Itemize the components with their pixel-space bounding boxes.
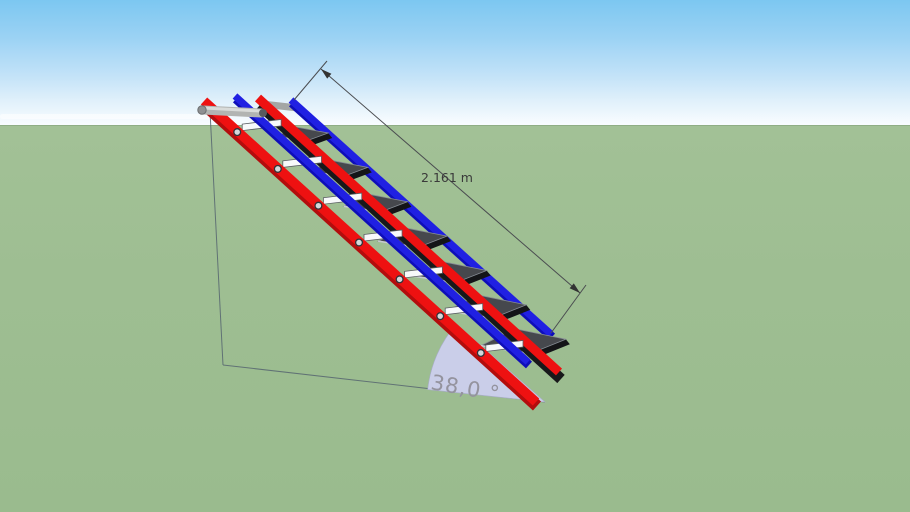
extension-line-top <box>293 60 328 101</box>
rail-rivets <box>233 128 485 358</box>
cylinder-left-cap <box>197 105 207 115</box>
far-blue-rail[interactable] <box>288 97 554 337</box>
horizon-haze <box>0 114 212 119</box>
sky <box>0 0 910 125</box>
rivet-icon <box>436 312 445 321</box>
linear-dimension[interactable]: 2.161 m <box>293 60 587 334</box>
cylinder-highlight <box>202 106 262 113</box>
vertical-guide-line <box>209 110 224 366</box>
ladder-model[interactable] <box>197 93 570 411</box>
rivet-icon <box>395 275 404 284</box>
extension-line-bottom <box>550 284 587 334</box>
near-red-rail[interactable] <box>200 97 540 406</box>
rivet-icon <box>273 164 282 173</box>
cylinder-body <box>198 105 266 118</box>
dimension-arrow-bottom <box>569 283 580 293</box>
rivet-icon <box>314 201 323 210</box>
rivet-icon <box>233 128 242 137</box>
rivet-icon <box>354 238 364 247</box>
dimension-arrow-top <box>321 69 332 79</box>
length-value-label: 2.161 m <box>421 170 473 185</box>
top-rung-cylinder <box>197 105 267 118</box>
near-blue-rail[interactable] <box>232 93 531 365</box>
rivet-icon <box>476 348 485 358</box>
dimension-line[interactable] <box>320 68 581 294</box>
ground-plane <box>0 125 910 512</box>
cylinder-right-cap <box>259 109 267 117</box>
far-red-rail[interactable] <box>254 94 563 376</box>
